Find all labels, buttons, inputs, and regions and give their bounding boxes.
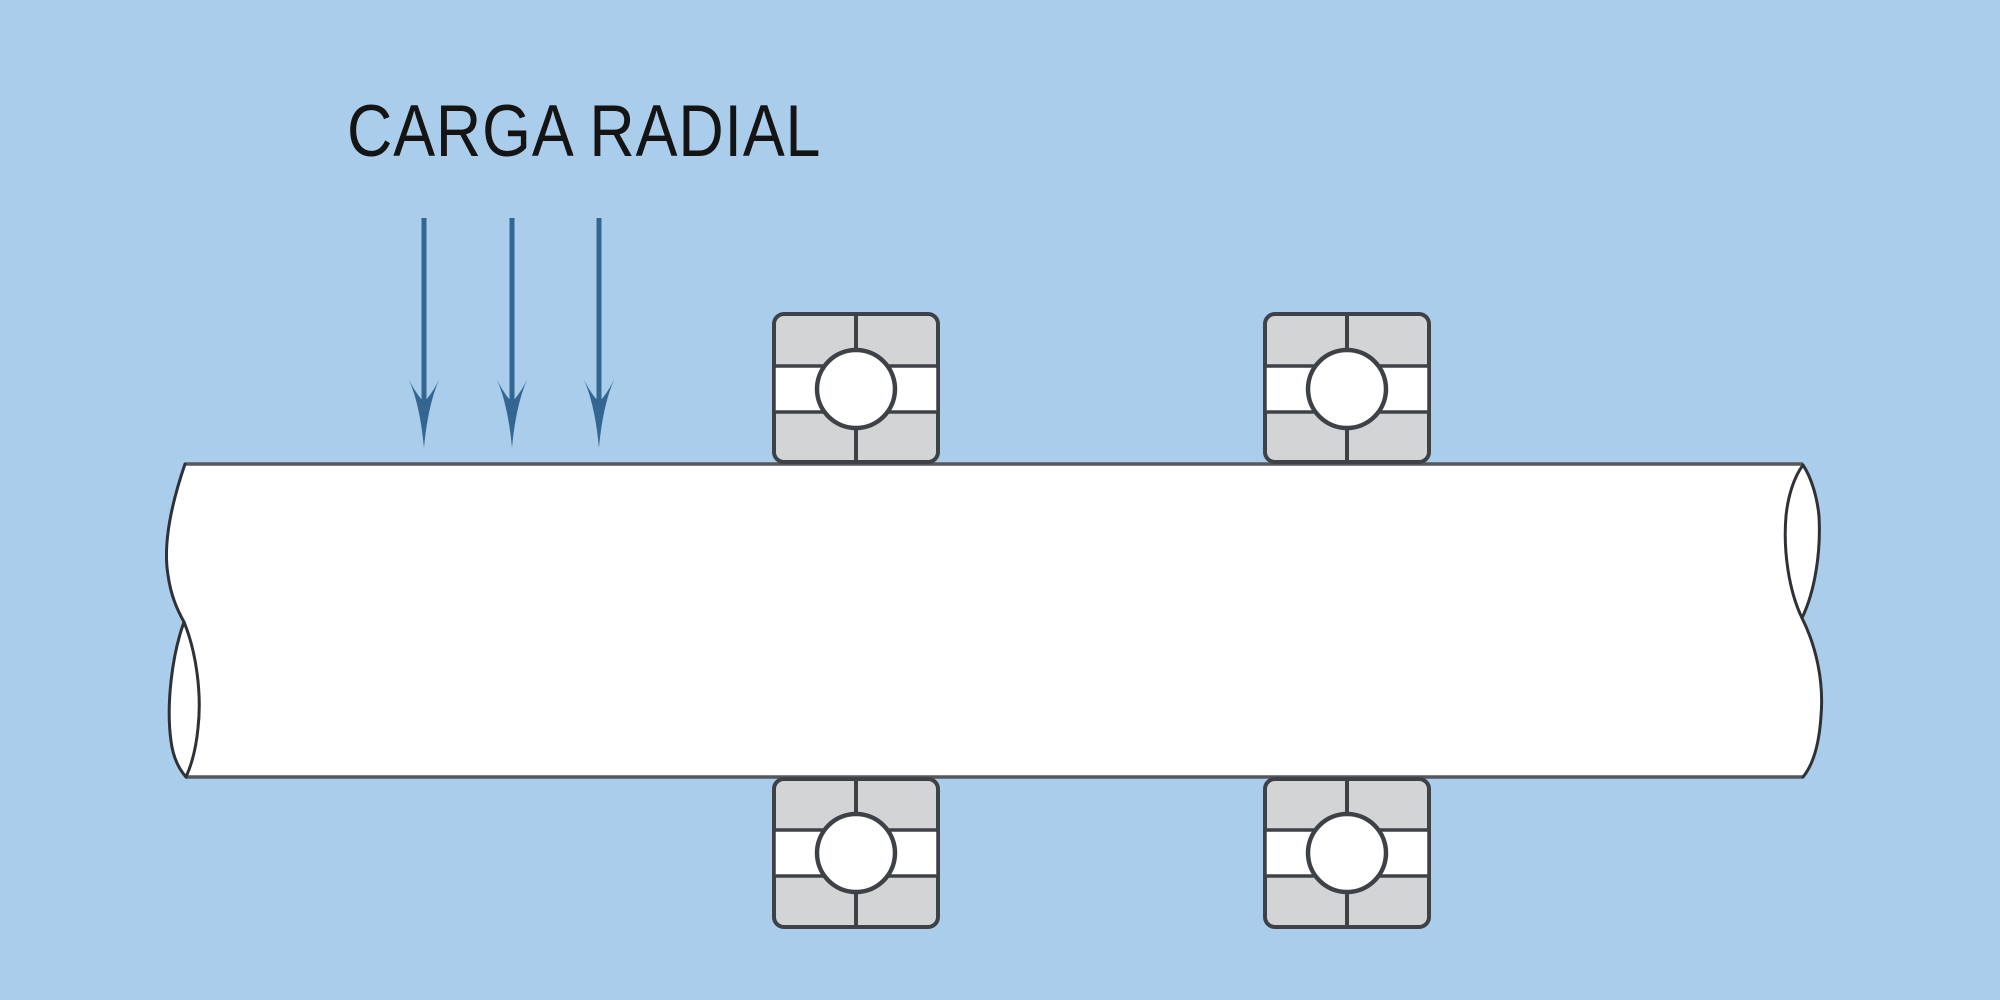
arrow-head: [582, 376, 616, 448]
shaft-body: [166, 464, 1822, 777]
radial-load-label: CARGA RADIAL: [347, 91, 822, 172]
bearing-ball: [814, 347, 898, 431]
shaft-break-left: [165, 462, 201, 779]
shaft-break-right: [1783, 463, 1824, 779]
arrow-head: [495, 376, 529, 448]
shaft: [165, 462, 1824, 779]
load-arrow: [407, 218, 441, 448]
bearing-ball: [814, 811, 898, 895]
bearing-bottom-left: [772, 777, 940, 929]
load-arrow: [582, 218, 616, 448]
radial-load-arrows: [407, 218, 616, 448]
bearing-bottom-right: [1263, 777, 1431, 929]
bearing-top-right: [1263, 312, 1431, 464]
load-arrow: [495, 218, 529, 448]
bearing-ball: [1305, 347, 1389, 431]
bearing-top-left: [772, 312, 940, 464]
bearing-ball: [1305, 811, 1389, 895]
arrow-head: [407, 376, 441, 448]
